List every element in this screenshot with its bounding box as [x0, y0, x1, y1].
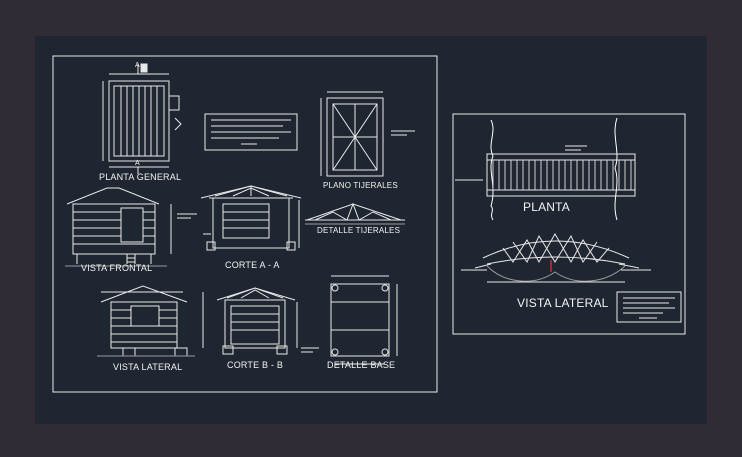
left-sheet-border — [52, 55, 438, 393]
vista-frontal-drawing — [65, 187, 197, 267]
right-sheet-border — [452, 113, 686, 335]
label-vista-lateral-right: VISTA LATERAL — [517, 296, 609, 310]
label-planta-general: PLANTA GENERAL — [99, 172, 182, 182]
title-block — [616, 291, 682, 323]
bridge-lateral-drawing — [461, 232, 651, 283]
corte-aa-drawing — [200, 185, 302, 251]
label-vista-frontal: VISTA FRONTAL — [81, 263, 153, 273]
notes-block — [204, 113, 298, 151]
section-mark-a-bottom: A — [135, 160, 140, 167]
section-marker-top — [140, 63, 148, 73]
cad-model-space[interactable]: A A PLANTA GENERAL PLANO TIJERALES VISTA… — [35, 36, 707, 424]
label-corte-bb: CORTE B - B — [227, 360, 284, 370]
drawing-sheet[interactable] — [35, 36, 707, 424]
label-corte-aa: CORTE A - A — [225, 260, 280, 270]
label-plano-tijerales: PLANO TIJERALES — [323, 181, 398, 190]
planta-deck-slats — [492, 160, 632, 190]
label-vista-lateral-left: VISTA LATERAL — [113, 362, 183, 372]
label-planta: PLANTA — [523, 200, 570, 214]
plano-tijerales-drawing — [320, 91, 415, 177]
label-detalle-base: DETALLE BASE — [327, 360, 396, 370]
detalle-tijerales-drawing — [305, 202, 405, 225]
planta-drawing — [455, 117, 636, 221]
vista-lateral-left-drawing — [97, 285, 204, 357]
planta-general-drawing — [102, 64, 182, 174]
corte-bb-drawing — [216, 287, 319, 355]
label-detalle-tijerales: DETALLE TIJERALES — [317, 226, 401, 235]
detalle-base-drawing — [330, 275, 398, 365]
section-mark-a-top: A — [135, 62, 140, 69]
